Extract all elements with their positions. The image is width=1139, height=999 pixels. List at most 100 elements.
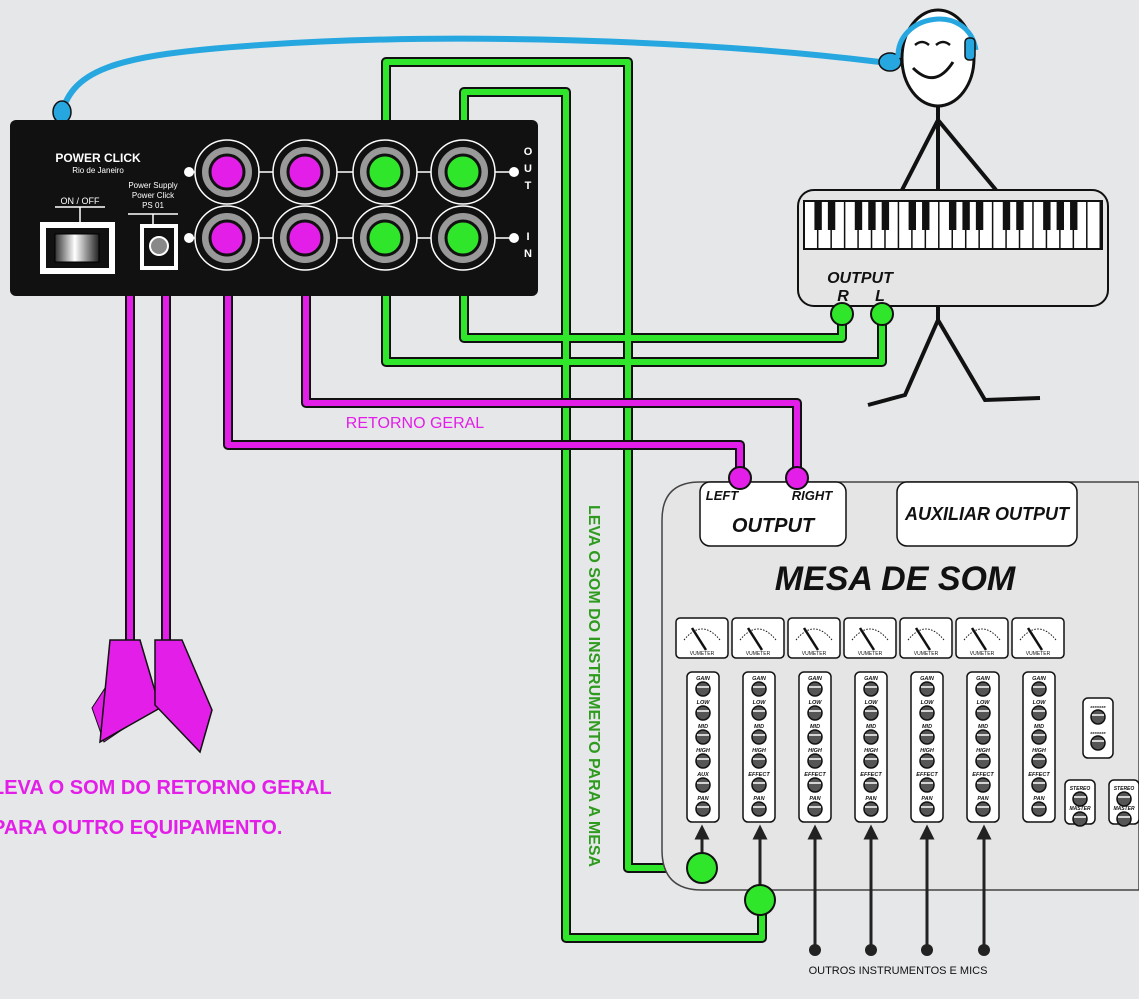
white-key: [1060, 202, 1073, 248]
black-key: [868, 202, 876, 230]
knob[interactable]: [695, 705, 711, 721]
psu-jack[interactable]: [149, 236, 169, 256]
knob-label: EFFECT: [860, 772, 882, 778]
knob-label: LOW: [921, 700, 935, 706]
magenta-cable-left: [225, 238, 743, 470]
knob[interactable]: [695, 681, 711, 697]
knob-label: GAIN: [1032, 676, 1047, 682]
knob[interactable]: [975, 681, 991, 697]
jack-in[interactable]: [286, 219, 324, 257]
knob[interactable]: [919, 681, 935, 697]
in-letter-i: I: [526, 231, 529, 243]
knob[interactable]: [863, 681, 879, 697]
knob[interactable]: [919, 705, 935, 721]
knob[interactable]: [1031, 729, 1047, 745]
knob[interactable]: [807, 729, 823, 745]
knob[interactable]: [751, 705, 767, 721]
vumeter: VUMETER: [955, 617, 1009, 659]
vumeter: VUMETER: [675, 617, 729, 659]
white-key: [912, 202, 925, 248]
knob[interactable]: [807, 681, 823, 697]
knob[interactable]: [751, 729, 767, 745]
knob[interactable]: [975, 729, 991, 745]
knob[interactable]: [751, 801, 767, 817]
mixer-title: MESA DE SOM: [775, 560, 1016, 598]
jack-in[interactable]: [366, 219, 404, 257]
knob-label: HIGH: [808, 748, 823, 754]
black-key: [962, 202, 970, 230]
knob[interactable]: [807, 777, 823, 793]
knob[interactable]: [863, 801, 879, 817]
knob[interactable]: [807, 705, 823, 721]
knob[interactable]: [975, 705, 991, 721]
knob-label: LOW: [865, 700, 879, 706]
knob[interactable]: [695, 729, 711, 745]
knob-label: LOW: [697, 700, 711, 706]
knob[interactable]: [1031, 753, 1047, 769]
vumeter-label: VUMETER: [746, 651, 771, 657]
knob[interactable]: [695, 801, 711, 817]
knob[interactable]: [751, 681, 767, 697]
keyboard-keys: [805, 202, 1100, 248]
knob-label: GAIN: [808, 676, 823, 682]
knob[interactable]: [975, 753, 991, 769]
knob[interactable]: [1090, 709, 1106, 725]
knob[interactable]: [975, 801, 991, 817]
knob[interactable]: [1031, 777, 1047, 793]
outros-label: OUTROS INSTRUMENTOS E MICS: [809, 965, 988, 977]
knob-label: HIGH: [864, 748, 879, 754]
black-key: [814, 202, 822, 230]
knob[interactable]: [863, 753, 879, 769]
jack-out[interactable]: [366, 153, 404, 191]
keyboard-l-label: L: [875, 288, 885, 305]
knob[interactable]: [1116, 811, 1132, 827]
black-key: [1070, 202, 1078, 230]
out-letter-o: O: [524, 146, 533, 158]
vumeter: VUMETER: [899, 617, 953, 659]
knob[interactable]: [863, 729, 879, 745]
white-key: [1074, 202, 1087, 248]
green-plug-1: [686, 852, 718, 884]
knob[interactable]: [919, 801, 935, 817]
knob[interactable]: [807, 753, 823, 769]
knob-label: xxxxxxx: [1089, 730, 1106, 735]
knob-label: EFFECT: [916, 772, 938, 778]
knob[interactable]: [695, 777, 711, 793]
knob[interactable]: [1031, 681, 1047, 697]
white-key: [939, 202, 952, 248]
knob[interactable]: [751, 753, 767, 769]
white-key: [831, 202, 844, 248]
mixer-output-label: OUTPUT: [732, 515, 816, 537]
knob-label: HIGH: [1032, 748, 1047, 754]
knob-label: PAN: [921, 796, 933, 802]
knob[interactable]: [863, 777, 879, 793]
jack-in[interactable]: [444, 219, 482, 257]
knob[interactable]: [1072, 811, 1088, 827]
knob[interactable]: [1031, 801, 1047, 817]
knob[interactable]: [919, 753, 935, 769]
jack-in[interactable]: [208, 219, 246, 257]
mixer-output-left: LEFT: [706, 488, 740, 503]
knob[interactable]: [695, 753, 711, 769]
jack-out[interactable]: [444, 153, 482, 191]
jack-out[interactable]: [208, 153, 246, 191]
knob[interactable]: [863, 705, 879, 721]
knob-label: HIGH: [696, 748, 711, 754]
knob[interactable]: [1072, 791, 1088, 807]
vumeter-label: VUMETER: [1026, 651, 1051, 657]
knob[interactable]: [807, 801, 823, 817]
knob[interactable]: [751, 777, 767, 793]
jack-out[interactable]: [286, 153, 324, 191]
knob[interactable]: [1090, 735, 1106, 751]
on-off-switch[interactable]: [54, 233, 100, 263]
knob[interactable]: [1116, 791, 1132, 807]
vumeter-label: VUMETER: [802, 651, 827, 657]
knob[interactable]: [919, 777, 935, 793]
knob-label: GAIN: [920, 676, 935, 682]
knob[interactable]: [1031, 705, 1047, 721]
knob[interactable]: [919, 729, 935, 745]
knob[interactable]: [975, 777, 991, 793]
knob-label: xxxxxxx: [1089, 704, 1106, 709]
